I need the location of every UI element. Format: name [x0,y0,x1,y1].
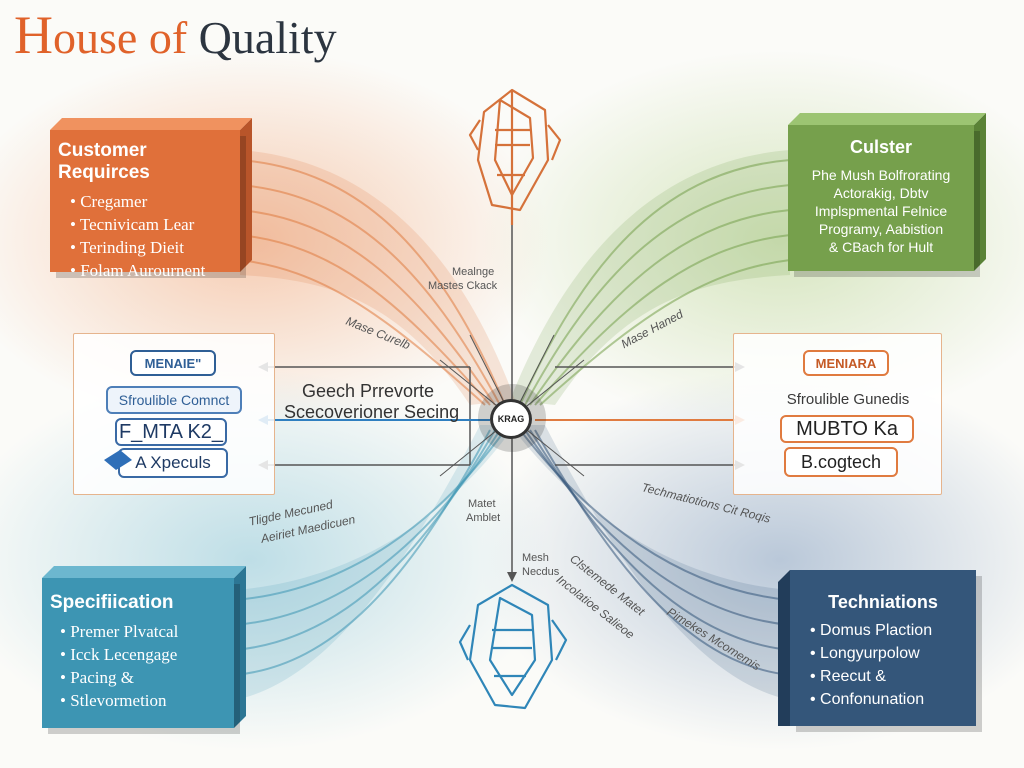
specification-list: Premer Plvatcal Icck Lecengage Pacing & … [60,620,226,712]
list-item: Longyurpolow [810,642,966,665]
pencil-doc-icon [104,450,132,470]
techniations-box: Techniations Domus Plaction Longyurpolow… [790,570,976,726]
band-teal [234,429,506,676]
right-panel-big-tag: MUBTO Ka [780,415,914,443]
left-panel-foot-tag: A Xpeculs [118,448,228,478]
list-item: Icck Lecengage [60,643,226,666]
left-panel-head-tag: MENAIE" [130,350,216,376]
specification-box: Specifiication Premer Plvatcal Icck Lece… [42,578,234,728]
list-item: Pacing & [60,666,226,689]
list-item: Tecnivicam Lear [70,213,232,236]
techniations-heading: Techniations [828,592,938,612]
top-network-icon [468,88,562,225]
title-initial: H [14,5,53,65]
list-item: Terinding Dieit [70,236,232,259]
right-panel-sub-tag: Sfroulible Gunedis [786,390,910,408]
spec-box-top [42,566,246,578]
top-center-label-1: Mealnge [452,266,495,278]
list-item: Folam Aurournent [70,259,232,282]
band-green-fill [510,150,790,405]
customer-box-top [50,118,252,130]
title-middle: ouse of [53,12,188,63]
list-item: Domus Plaction [810,619,966,642]
low-center-label-2: Necdus [522,566,560,578]
customer-requirements-heading: Customer Requirces [58,140,150,183]
cluster-box-side [974,113,986,271]
tech-box-side [778,570,790,726]
right-panel-head-tag: MENIARA [803,350,889,376]
cluster-box-top [788,113,986,125]
cluster-box: Culster Phe Mush Bolfrorating Actorakig,… [788,125,974,271]
mid-center-label-2: Amblet [466,512,501,524]
customer-requirements-box: Customer Requirces Cregamer Tecnivicam L… [50,130,240,280]
cluster-line: Implspmental Felnice [814,203,948,219]
spec-box-side [234,566,246,728]
cluster-heading: Culster [849,137,912,157]
left-panel-big-tag: F_MTA K2_ [115,418,227,446]
page-title: House of Quality [14,4,337,66]
list-item: Premer Plvatcal [60,620,226,643]
cluster-line: Programy, Aabistion [818,221,944,237]
list-item: Confonunation [810,688,966,711]
list-item: Cregamer [70,190,232,213]
connector-lines [268,366,735,466]
band-navy-fill [510,425,790,700]
center-label-line2: Scecoverioner Secing [284,402,460,422]
customer-box-side [240,118,252,272]
band-green [519,159,791,406]
center-label-line1: Geech Prrevorte [302,381,435,401]
band-orange [239,159,506,406]
left-panel-sub-tag: Sfroulible Comnct [106,386,242,414]
bottom-network-icon [458,583,568,710]
list-item: Stlevormetion [60,689,226,712]
specification-heading: Specifiication [50,592,174,613]
low-center-label-1: Mesh [522,552,549,564]
vertical-axis-arrow [507,572,517,582]
cluster-line: & CBach for Hult [828,239,934,255]
cluster-line: Actorakig, Dbtv [833,185,929,201]
mid-center-label-1: Matet [468,498,496,510]
cluster-text: Phe Mush Bolfrorating Actorakig, Dbtv Im… [796,166,966,256]
top-center-label-2: Mastes Ckack [428,280,498,292]
customer-requirements-list: Cregamer Tecnivicam Lear Terinding Dieit… [70,190,232,282]
band-navy [519,429,791,676]
right-panel-foot-tag: B.cogtech [784,447,898,477]
title-end: Quality [187,12,337,63]
list-item: Reecut & [810,665,966,688]
techniations-list: Domus Plaction Longyurpolow Reecut & Con… [810,619,966,711]
cluster-line: Phe Mush Bolfrorating [811,167,951,183]
band-teal-fill [235,425,515,700]
central-hub: KRAG [490,399,532,439]
band-orange-fill [240,150,515,405]
